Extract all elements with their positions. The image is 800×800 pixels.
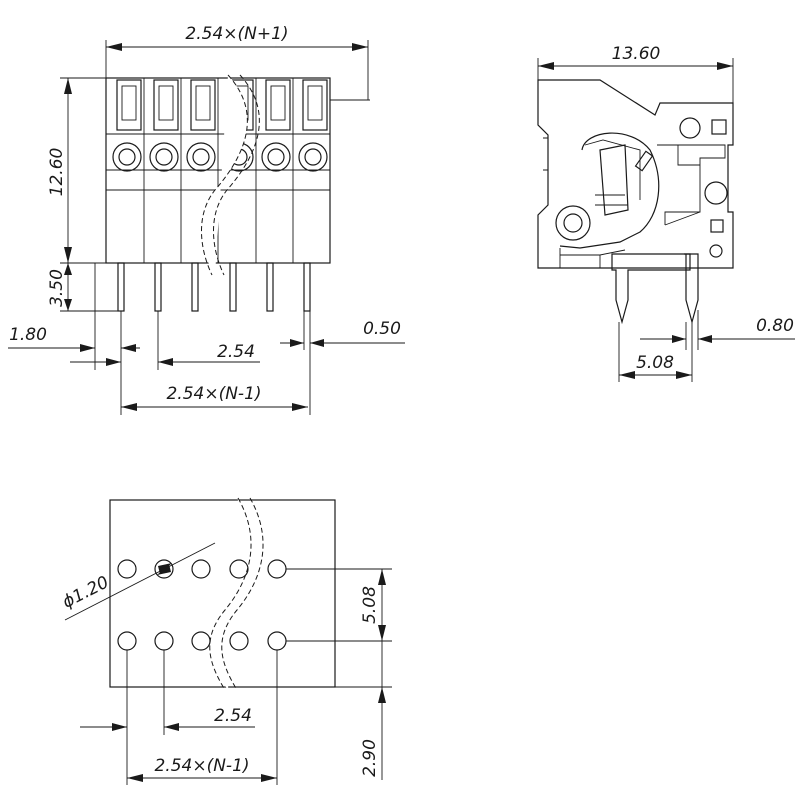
dim-pin-thickness: 0.50 [363,319,401,339]
pcb-footprint-outline [109,499,336,688]
dim-pcb-pin-span: 2.54×(N-1) [154,756,249,776]
dim-pcb-edge-offset: 2.90 [360,739,380,777]
dim-side-pin-spacing: 5.08 [636,353,674,373]
side-pin-left [611,253,691,325]
side-housing [537,79,734,269]
dim-pin-span: 2.54×(N-1) [166,384,261,404]
dim-hole-diameter: ϕ1.20 [59,572,112,612]
pcb-hole [117,559,287,651]
dim-overall-depth: 13.60 [612,44,661,64]
dim-overall-width: 2.54×(N+1) [185,24,288,44]
dim-side-pin-thickness: 0.80 [756,316,794,336]
front-view: 2.54×(N+1) 12.60 3.50 1.80 2.54 [8,24,405,415]
dim-row-spacing: 5.08 [360,586,380,624]
wire-entry [112,142,328,172]
release-slot [116,79,328,131]
dim-pcb-pitch: 2.54 [214,706,252,726]
dim-pitch: 2.54 [217,342,255,362]
side-pin-right [684,253,699,325]
dim-edge-offset: 1.80 [9,325,47,345]
side-view: 13.60 0.80 5.08 [537,44,795,382]
dim-pin-length: 3.50 [47,269,67,307]
pcb-layout: ϕ1.20 5.08 2.90 2.54 2.54×(N-1) [59,497,392,785]
dim-height: 12.60 [47,148,67,197]
